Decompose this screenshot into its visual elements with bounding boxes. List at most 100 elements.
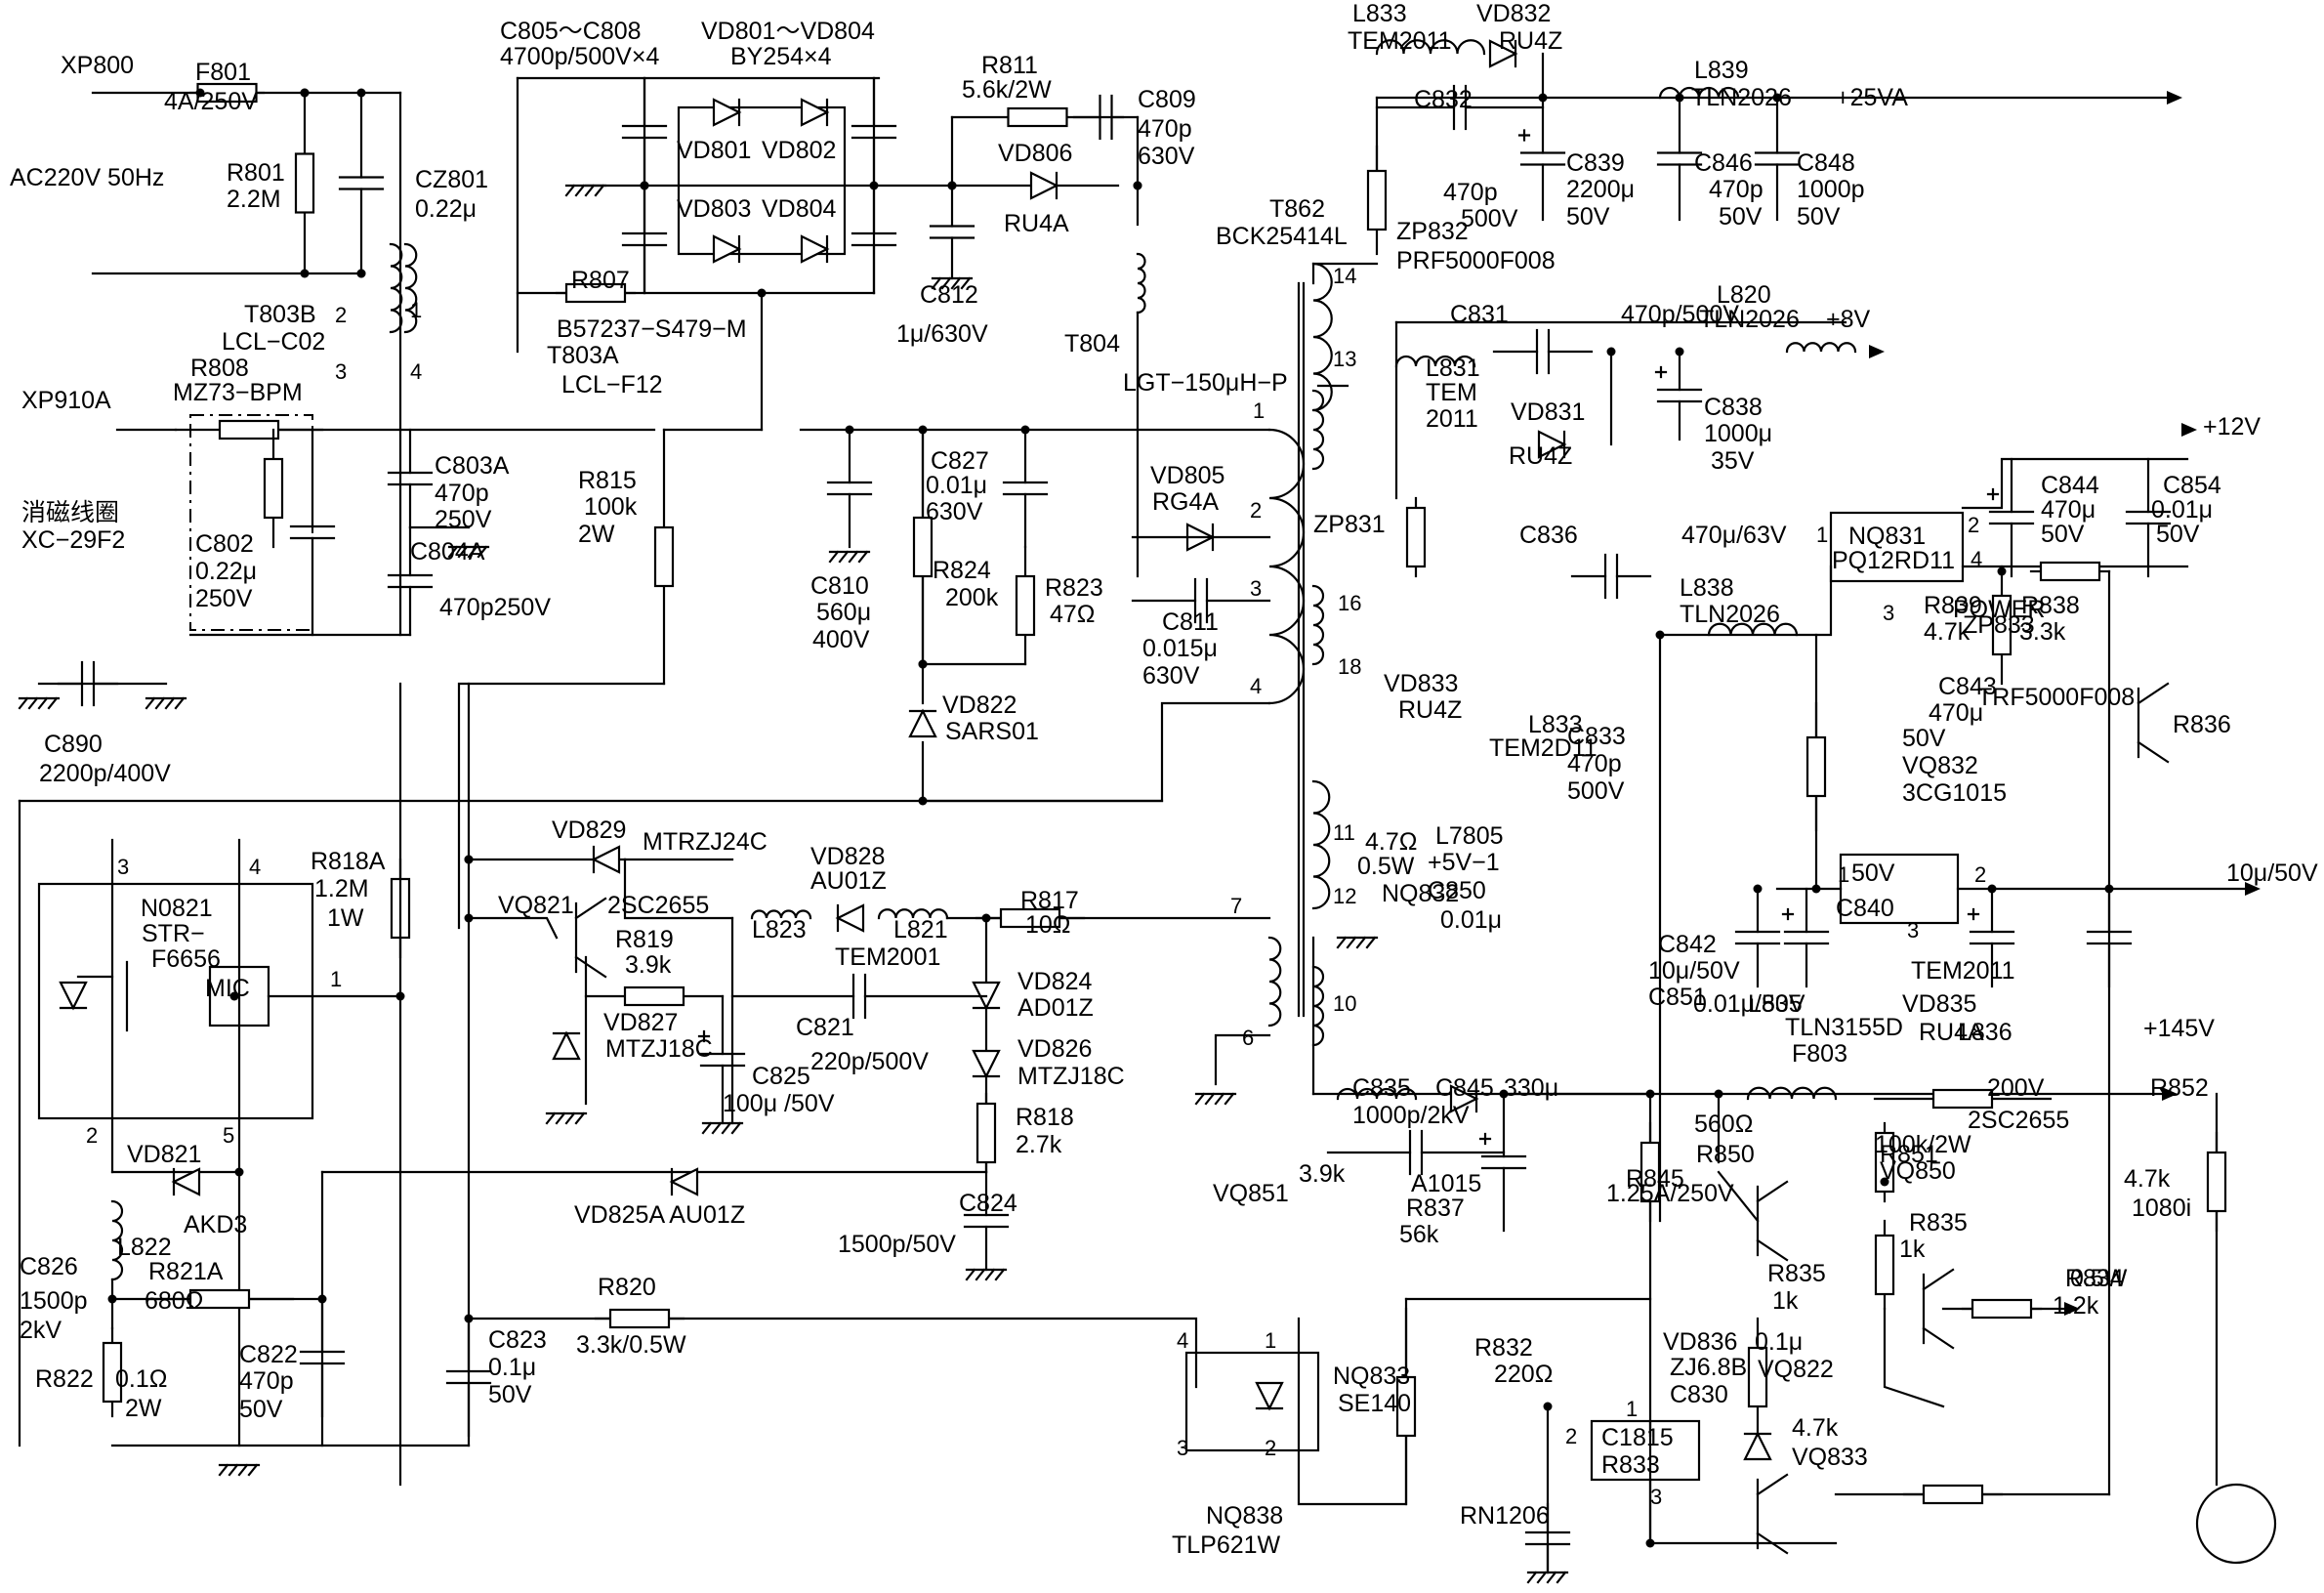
- component-label: C835: [1352, 1074, 1411, 1102]
- component-label: VD825A AU01Z: [574, 1201, 745, 1229]
- pin-number: 4: [1971, 547, 1982, 571]
- pin-number: 3: [335, 359, 347, 384]
- component-label: F6656: [151, 945, 221, 973]
- pin-number: 1: [1253, 398, 1265, 423]
- component-label: C821: [796, 1014, 854, 1041]
- inductor: [750, 909, 812, 920]
- pin-number: 14: [1333, 264, 1356, 288]
- component-label: VD829: [552, 817, 626, 844]
- component-label: 0.1Ω: [115, 1365, 167, 1393]
- component-label: 100k: [584, 493, 638, 521]
- resistor: [1747, 1346, 1768, 1408]
- component-box: [1184, 1351, 1320, 1452]
- component-label: 2.2M: [227, 186, 281, 213]
- wire: [574, 955, 607, 979]
- junction-dot: [1499, 1089, 1509, 1099]
- component-label: VD832: [1476, 0, 1551, 27]
- junction-dot: [317, 1294, 327, 1304]
- resistor: [2039, 561, 2101, 582]
- component-label: R821A: [148, 1258, 224, 1285]
- resistor: [1805, 735, 1827, 798]
- component-label: C839: [1566, 149, 1625, 177]
- component-label: 100μ /50V: [723, 1090, 835, 1117]
- junction-dot: [981, 913, 991, 923]
- component-label: CZ801: [415, 166, 488, 193]
- component-label: C827: [931, 447, 989, 475]
- component-label: R811: [981, 52, 1038, 79]
- component-label: B57237−S479−M: [557, 315, 747, 343]
- component-label: 0.5W: [2070, 1265, 2128, 1292]
- junction-dot: [464, 1314, 474, 1323]
- component-label: L823: [752, 916, 807, 943]
- component-label: C833: [1567, 723, 1626, 750]
- component-label: 0.01μ: [926, 472, 987, 499]
- wire: [1756, 1180, 1789, 1203]
- ground-symbol: [447, 545, 490, 559]
- component-label: L821: [893, 916, 948, 943]
- component-label: 1k: [1899, 1236, 1926, 1263]
- component-label: TEM: [1426, 379, 1477, 406]
- pin-number: 1: [410, 298, 422, 322]
- wire: [1756, 1531, 1789, 1555]
- component-label: +145V: [2143, 1015, 2215, 1042]
- ground-symbol: [1194, 1092, 1237, 1106]
- component-label: 5.6k/2W: [962, 76, 1052, 104]
- component-label: BY254×4: [730, 43, 832, 70]
- component-label: VQ851: [1213, 1180, 1289, 1207]
- component-label: 消磁线圈: [21, 499, 119, 526]
- component-label: VD806: [998, 140, 1072, 167]
- component-label: MIC: [205, 975, 250, 1002]
- component-label: R822: [35, 1365, 94, 1393]
- component-label: 0.015μ: [1142, 635, 1218, 662]
- component-label: AD01Z: [1017, 994, 1094, 1022]
- component-label: ZJ6.8B: [1670, 1354, 1747, 1381]
- component-label: RU4Z: [1509, 442, 1572, 470]
- component-label: 4.7Ω: [1365, 828, 1417, 856]
- component-label: A1015: [1411, 1170, 1481, 1197]
- wire: [1961, 457, 2189, 510]
- component-label: 1500p: [20, 1287, 88, 1315]
- component-label: R850: [1696, 1141, 1755, 1168]
- component-label: R808: [190, 355, 249, 382]
- component-label: 2SC2655: [1968, 1107, 2069, 1134]
- component-label: SE140: [1338, 1390, 1411, 1417]
- component-label: C823: [488, 1326, 547, 1354]
- resistor: [188, 1288, 251, 1310]
- diode: [1743, 1431, 1772, 1461]
- resistor: [263, 457, 284, 520]
- component-label: 50V: [1797, 203, 1841, 231]
- resistor: [1991, 594, 2013, 656]
- component-label: 1k: [1772, 1287, 1799, 1315]
- component-label: 4A/250V: [164, 88, 258, 115]
- component-label: 470p/500V: [1621, 301, 1739, 328]
- component-label: 470μ: [1929, 699, 1983, 727]
- output-arrow: [2245, 882, 2261, 896]
- component-label: R851: [1880, 1141, 1938, 1168]
- inductor: [1785, 342, 1857, 354]
- component-label: TRF5000F008: [1977, 684, 2135, 711]
- wire: [1658, 565, 1833, 637]
- junction-dot: [918, 425, 928, 435]
- output-arrow: [2064, 1302, 2080, 1316]
- component-label: +25VA: [1836, 84, 1908, 111]
- component-label: 2W: [578, 521, 615, 548]
- polarity-mark: [1967, 907, 1980, 921]
- component-label: 50V: [2156, 521, 2200, 548]
- diode: [908, 708, 937, 738]
- component-label: R820: [598, 1274, 656, 1301]
- component-label: VQ821: [498, 892, 574, 919]
- pin-number: 3: [1883, 601, 1894, 625]
- component-label: NQ831: [1848, 523, 1926, 550]
- inductor: [1707, 622, 1799, 637]
- wire: [467, 916, 559, 940]
- component-label: 630V: [926, 498, 983, 525]
- wire: [1648, 1478, 1838, 1545]
- component-label: R852: [2150, 1074, 2209, 1102]
- pin-number: 6: [1242, 1026, 1254, 1050]
- component-label: R807: [571, 267, 630, 294]
- pin-number: 2: [335, 303, 347, 327]
- component-label: 560μ: [816, 599, 871, 626]
- component-label: TEM2D11: [1489, 734, 1598, 762]
- component-label: 0.01μ/50V: [1693, 990, 1805, 1018]
- junction-dot: [1997, 566, 2007, 576]
